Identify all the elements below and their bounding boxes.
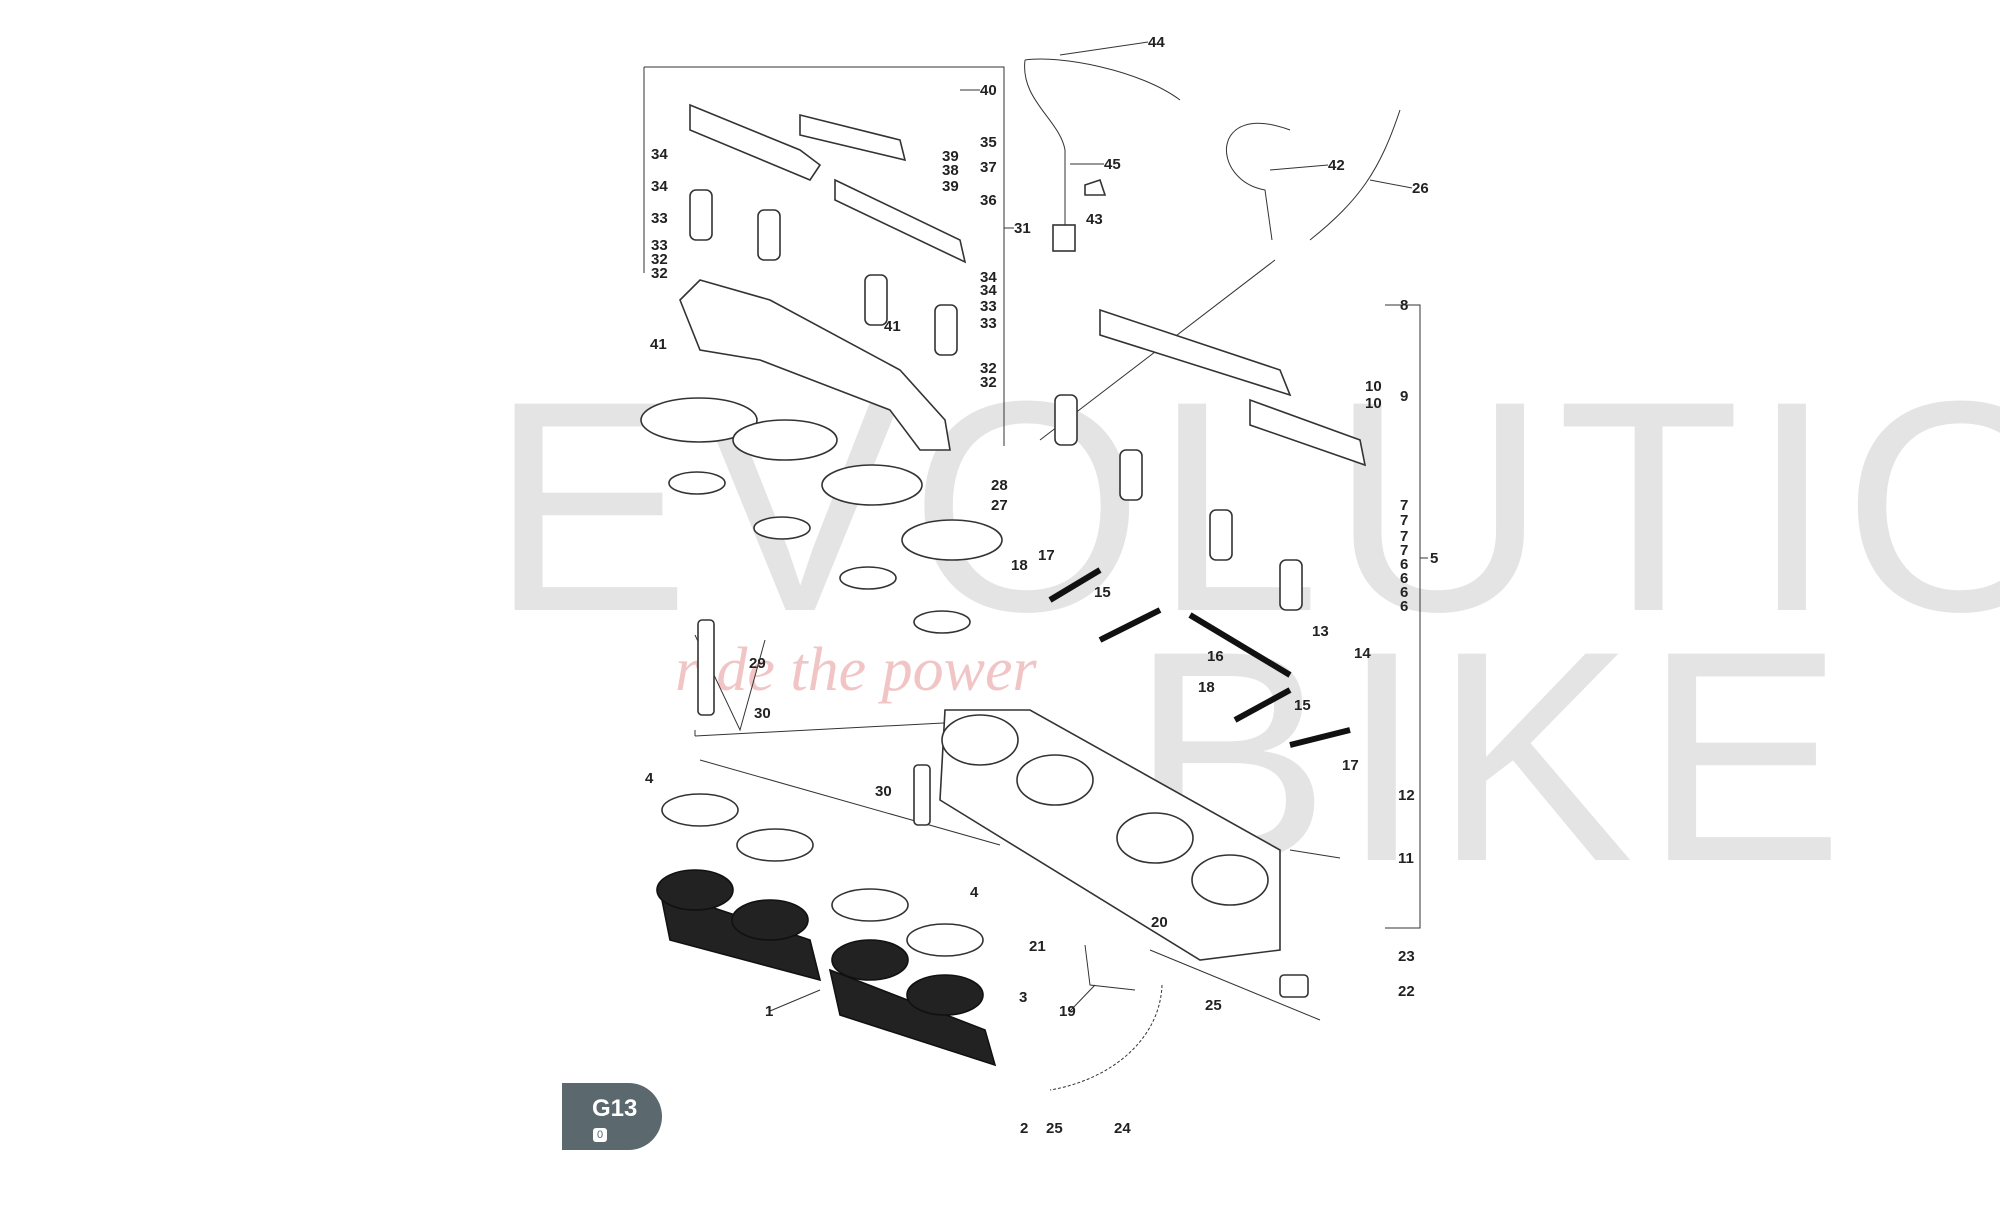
callout: 39	[942, 178, 959, 195]
callout: 41	[650, 336, 667, 353]
callout: 34	[651, 146, 668, 163]
callout: 17	[1038, 547, 1055, 564]
watermark-slogan: ride the power	[675, 636, 1037, 704]
callout: 32	[651, 265, 668, 282]
callout: 32	[651, 251, 668, 268]
callout: 6	[1400, 584, 1408, 601]
callout: 7	[1400, 528, 1408, 545]
callout: 14	[1354, 645, 1371, 662]
callout: 24	[1114, 1120, 1131, 1137]
callout: 21	[1029, 938, 1046, 955]
watermark-evolution: EVOLUTION	[490, 338, 2000, 674]
callout: 3	[1019, 989, 1027, 1006]
callout: 10	[1365, 395, 1382, 412]
callout: 30	[875, 783, 892, 800]
callout: 2	[1020, 1120, 1028, 1137]
callout: 26	[1412, 180, 1429, 197]
callout: 4	[645, 770, 654, 787]
callout: 33	[651, 210, 668, 227]
callout: 16	[1207, 648, 1224, 665]
callout: 4	[970, 884, 979, 901]
callout: 1	[765, 1003, 773, 1020]
callout: 33	[980, 298, 997, 315]
callout-labels: 44 40 35 39 38 37 39 36 31 45 43 42 26 3…	[645, 34, 1438, 1137]
callout: 20	[1151, 914, 1168, 931]
callout: 7	[1400, 497, 1408, 514]
callout: 33	[651, 237, 668, 254]
callout: 15	[1294, 697, 1311, 714]
callout: 34	[651, 178, 668, 195]
callout: 36	[980, 192, 997, 209]
callout: 28	[991, 477, 1008, 494]
callout: 7	[1400, 542, 1408, 559]
callout: 9	[1400, 388, 1408, 405]
callout: 6	[1400, 598, 1408, 615]
callout: 10	[1365, 378, 1382, 395]
callout: 37	[980, 159, 997, 176]
callout: 19	[1059, 1003, 1076, 1020]
callout: 34	[980, 282, 997, 299]
callout: 34	[980, 269, 997, 286]
callout: 40	[980, 82, 997, 99]
callout: 32	[980, 360, 997, 377]
wiring-harness-and-fuel-hoses	[1024, 58, 1401, 252]
callout: 30	[754, 705, 771, 722]
callout: 18	[1198, 679, 1215, 696]
callout: 42	[1328, 157, 1345, 174]
revision-number: 0	[593, 1128, 607, 1142]
callout: 45	[1104, 156, 1121, 173]
callout: 32	[980, 374, 997, 391]
callout: 38	[942, 162, 959, 179]
callout: 35	[980, 134, 997, 151]
callout: 25	[1205, 997, 1222, 1014]
callout: 44	[1148, 34, 1165, 51]
callout: 43	[1086, 211, 1103, 228]
callout: 41	[884, 318, 901, 335]
sensor-hose-and-bracket	[1049, 944, 1309, 1091]
callout: 8	[1400, 297, 1408, 314]
callout: 5	[1430, 550, 1438, 567]
intake-rubbers-and-clamps	[656, 793, 997, 1067]
callout: 23	[1398, 948, 1415, 965]
callout: 17	[1342, 757, 1359, 774]
callout: 22	[1398, 983, 1415, 1000]
callout: 39	[942, 148, 959, 165]
callout: 27	[991, 497, 1008, 514]
lower-fuel-rail-and-injectors	[1054, 308, 1367, 611]
callout: 7	[1400, 512, 1408, 529]
callout: 15	[1094, 584, 1111, 601]
callout: 12	[1398, 787, 1415, 804]
throttle-body-assembly	[939, 709, 1281, 961]
callout: 13	[1312, 623, 1329, 640]
page-code-badge: G13 0	[562, 1083, 662, 1150]
callout: 11	[1398, 850, 1414, 867]
callout: 31	[1014, 220, 1031, 237]
callout: 33	[980, 315, 997, 332]
callout: 6	[1400, 556, 1408, 573]
page-code: G13	[592, 1095, 638, 1122]
upper-fuel-rail	[640, 103, 1003, 826]
vacuum-hoses	[1048, 567, 1351, 748]
callout: 6	[1400, 570, 1408, 587]
callout: 18	[1011, 557, 1028, 574]
callout: 29	[749, 655, 766, 672]
callout: 25	[1046, 1120, 1063, 1137]
